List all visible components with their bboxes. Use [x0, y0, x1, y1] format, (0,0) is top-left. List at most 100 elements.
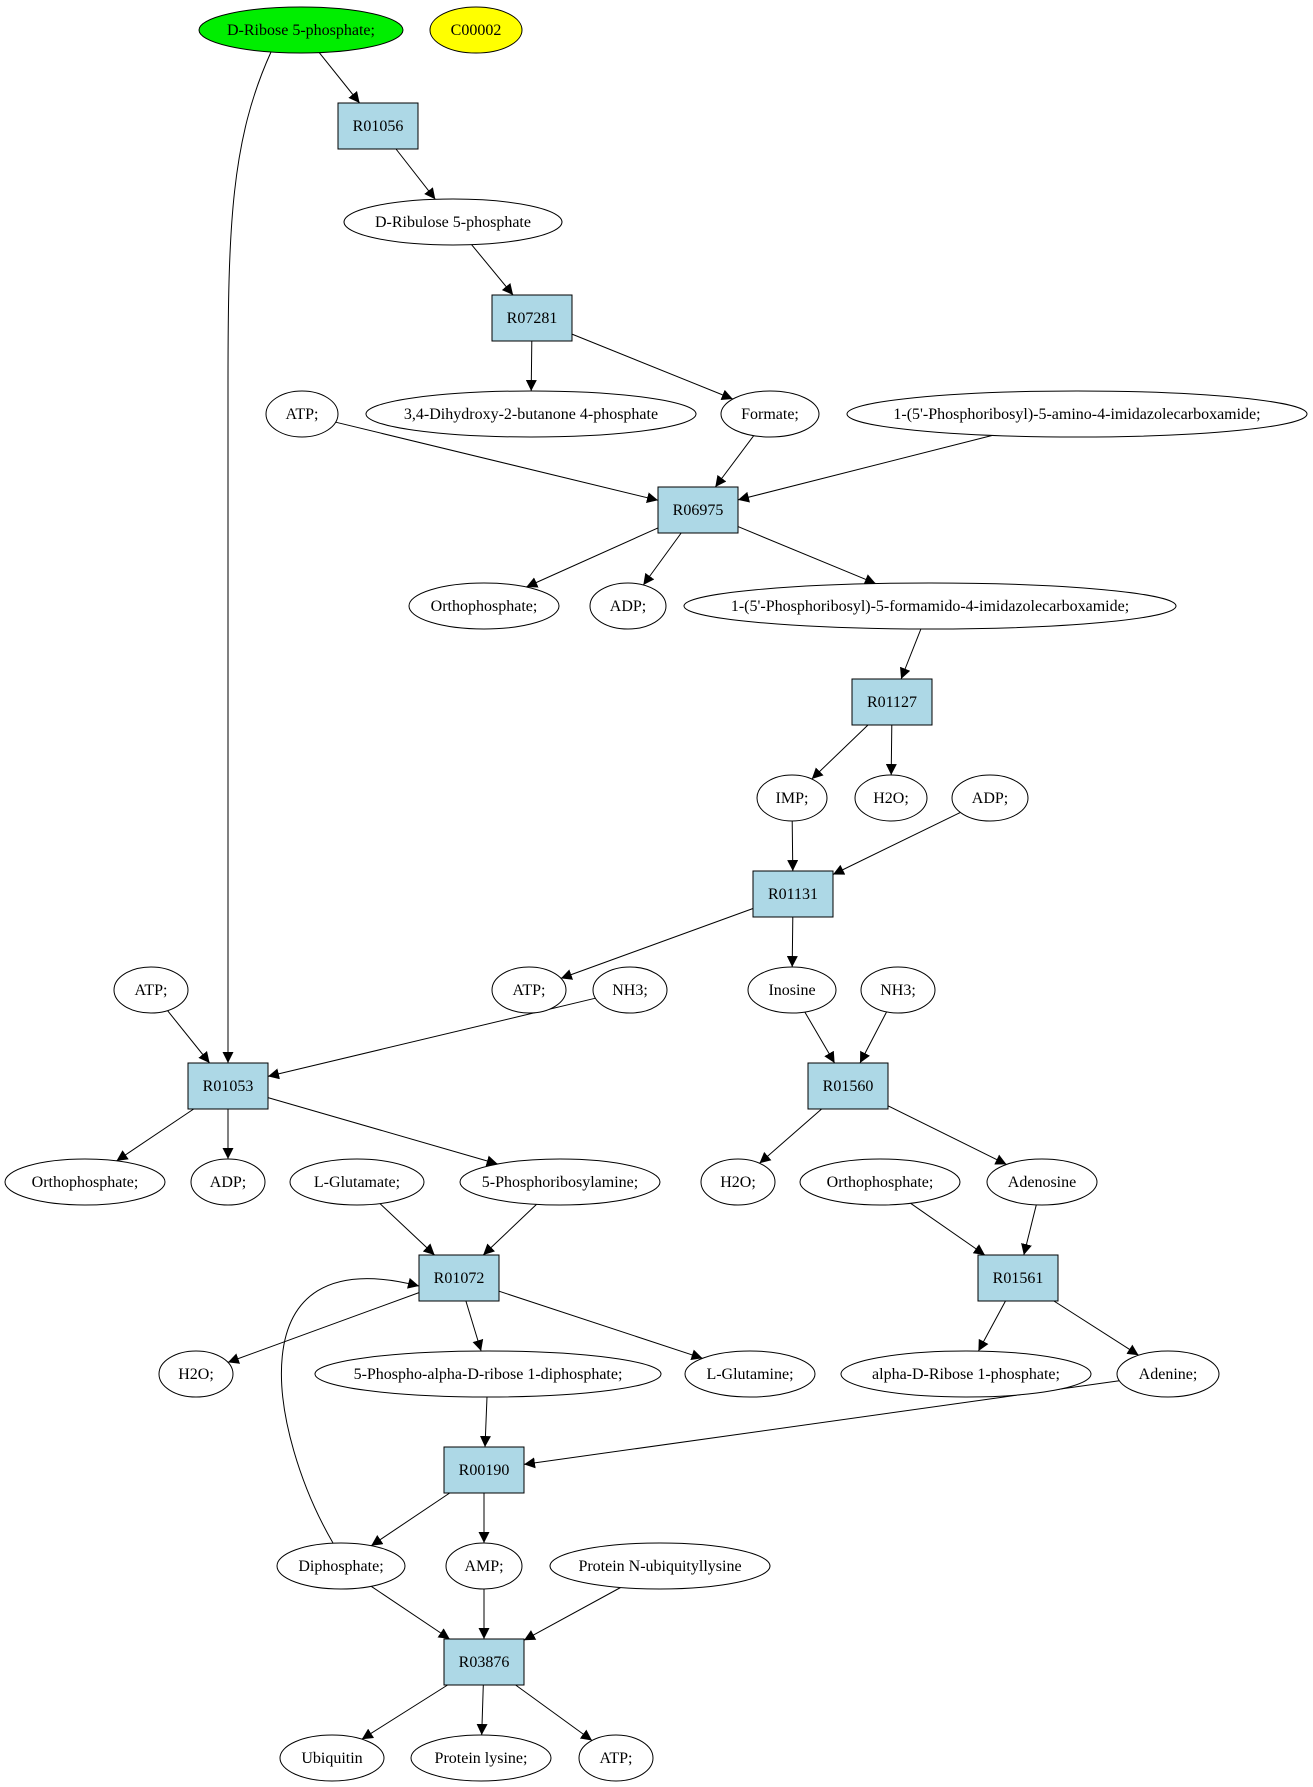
compound-node-n26[interactable]: H2O;: [158, 1350, 234, 1398]
edge-r11-to-n35: [476, 1684, 488, 1736]
reaction-node-r11[interactable]: R03876: [443, 1638, 525, 1686]
compound-node-n28[interactable]: L-Glutamine;: [684, 1350, 816, 1398]
compound-node-n34[interactable]: Ubiquitin: [279, 1734, 385, 1782]
compound-ellipse: [4, 1158, 166, 1206]
edge-r7-to-n25: [887, 1105, 1007, 1165]
node-label: R01127: [867, 694, 917, 711]
reaction-node-r2[interactable]: R07281: [491, 294, 573, 342]
edge-r9-to-n29: [977, 1300, 1006, 1352]
reaction-node-r10[interactable]: R00190: [443, 1446, 525, 1494]
compound-node-n6[interactable]: Formate;: [720, 390, 820, 438]
edge-r4-to-n12: [885, 724, 897, 776]
compound-ellipse: [445, 1542, 523, 1590]
reaction-node-r4[interactable]: R01127: [851, 678, 933, 726]
edge-r7-to-n23: [759, 1108, 822, 1164]
reaction-box: [443, 1446, 525, 1494]
reaction-node-r9[interactable]: R01561: [977, 1254, 1059, 1302]
compound-ellipse: [578, 1734, 654, 1782]
node-label: Ubiquitin: [301, 1750, 362, 1767]
reaction-box: [752, 870, 834, 918]
edge-n25-to-r9: [1021, 1204, 1037, 1256]
edge-n10-to-r4: [900, 628, 922, 680]
compound-node-n2[interactable]: C00002: [429, 6, 523, 54]
nodes-layer: D-Ribose 5-phosphate; C00002R01056D-Ribul…: [4, 6, 1308, 1782]
compound-node-n16[interactable]: NH3;: [592, 966, 668, 1014]
compound-node-n11[interactable]: IMP;: [756, 774, 828, 822]
node-label: NH3;: [612, 982, 648, 999]
edges-layer: [116, 51, 1139, 1741]
edge-r5-to-n17: [786, 916, 798, 968]
edge-r3-to-n9: [642, 532, 682, 586]
node-label: Adenosine: [1008, 1174, 1076, 1191]
compound-node-n29[interactable]: alpha-D-Ribose 1-phosphate;: [840, 1350, 1092, 1398]
reaction-box: [851, 678, 933, 726]
compound-node-n35[interactable]: Protein lysine;: [410, 1734, 552, 1782]
compound-ellipse: [592, 966, 668, 1014]
compound-node-n21[interactable]: L-Glutamate;: [289, 1158, 425, 1206]
compound-node-n18[interactable]: NH3;: [860, 966, 936, 1014]
edge-r8-to-n28: [498, 1290, 703, 1361]
node-label: R01561: [993, 1270, 1044, 1287]
compound-node-n17[interactable]: Inosine: [747, 966, 837, 1014]
edge-n1-to-r1: [318, 52, 360, 104]
compound-node-n15[interactable]: ATP;: [491, 966, 567, 1014]
node-label: R07281: [507, 310, 558, 327]
compound-ellipse: [190, 1158, 266, 1206]
compound-node-n23[interactable]: H2O;: [700, 1158, 776, 1206]
compound-node-n31[interactable]: Diphosphate;: [276, 1542, 406, 1590]
node-label: C00002: [451, 22, 502, 39]
compound-ellipse: [549, 1542, 771, 1590]
edge-n27-to-r10: [479, 1396, 491, 1448]
compound-node-n14[interactable]: ATP;: [113, 966, 189, 1014]
edge-n24-to-r9: [910, 1202, 986, 1256]
node-label: 1-(5'-Phosphoribosyl)-5-amino-4-imidazol…: [893, 406, 1260, 423]
node-label: ATP;: [135, 982, 168, 999]
reaction-node-r5[interactable]: R01131: [752, 870, 834, 918]
compound-node-n33[interactable]: Protein N-ubiquityllysine: [549, 1542, 771, 1590]
node-label: 5-Phosphoribosylamine;: [482, 1174, 638, 1191]
edge-n1-to-r6: [222, 51, 272, 1063]
compound-node-n8[interactable]: Orthophosphate;: [408, 582, 560, 630]
compound-node-n7[interactable]: 1-(5'-Phosphoribosyl)-5-amino-4-imidazol…: [846, 390, 1308, 438]
compound-node-n36[interactable]: ATP;: [578, 1734, 654, 1782]
compound-node-n25[interactable]: Adenosine: [986, 1158, 1098, 1206]
compound-node-n32[interactable]: AMP;: [445, 1542, 523, 1590]
compound-node-n24[interactable]: Orthophosphate;: [799, 1158, 961, 1206]
edge-n11-to-r5: [787, 820, 799, 872]
compound-node-n19[interactable]: Orthophosphate;: [4, 1158, 166, 1206]
reaction-node-r7[interactable]: R01560: [807, 1062, 889, 1110]
compound-ellipse: [279, 1734, 385, 1782]
compound-ellipse: [491, 966, 567, 1014]
edge-n31-to-r11: [370, 1585, 450, 1640]
node-label: ADP;: [972, 790, 1008, 807]
compound-node-n1[interactable]: D-Ribose 5-phosphate;: [198, 6, 404, 54]
node-label: Inosine: [768, 982, 815, 999]
reaction-node-r6[interactable]: R01053: [187, 1062, 269, 1110]
compound-node-n5[interactable]: 3,4-Dihydroxy-2-butanone 4-phosphate: [365, 390, 697, 438]
compound-node-n30[interactable]: Adenine;: [1116, 1350, 1220, 1398]
reaction-node-r3[interactable]: R06975: [657, 486, 739, 534]
compound-node-n22[interactable]: 5-Phosphoribosylamine;: [459, 1158, 661, 1206]
edge-r1-to-n3: [395, 148, 436, 200]
node-label: AMP;: [464, 1558, 503, 1575]
reaction-node-r8[interactable]: R01072: [418, 1254, 500, 1302]
edge-n3-to-r2: [471, 244, 514, 296]
node-label: ATP;: [513, 982, 546, 999]
compound-node-n3[interactable]: D-Ribulose 5-phosphate: [343, 198, 563, 246]
compound-node-n9[interactable]: ADP;: [589, 582, 667, 630]
node-label: ATP;: [600, 1750, 633, 1767]
compound-ellipse: [1116, 1350, 1220, 1398]
compound-node-n12[interactable]: H2O;: [854, 774, 928, 822]
reaction-node-r1[interactable]: R01056: [337, 102, 419, 150]
reaction-box: [187, 1062, 269, 1110]
compound-node-n4[interactable]: ATP;: [265, 390, 339, 438]
edge-n4-to-r3: [335, 421, 659, 504]
node-label: L-Glutamate;: [314, 1174, 400, 1191]
compound-node-n20[interactable]: ADP;: [190, 1158, 266, 1206]
compound-node-n27[interactable]: 5-Phospho-alpha-D-ribose 1-diphosphate;: [314, 1350, 662, 1398]
compound-ellipse: [265, 390, 339, 438]
compound-node-n13[interactable]: ADP;: [951, 774, 1029, 822]
node-label: Formate;: [741, 406, 799, 423]
node-label: Orthophosphate;: [431, 598, 538, 615]
compound-node-n10[interactable]: 1-(5'-Phosphoribosyl)-5-formamido-4-imid…: [683, 582, 1177, 630]
